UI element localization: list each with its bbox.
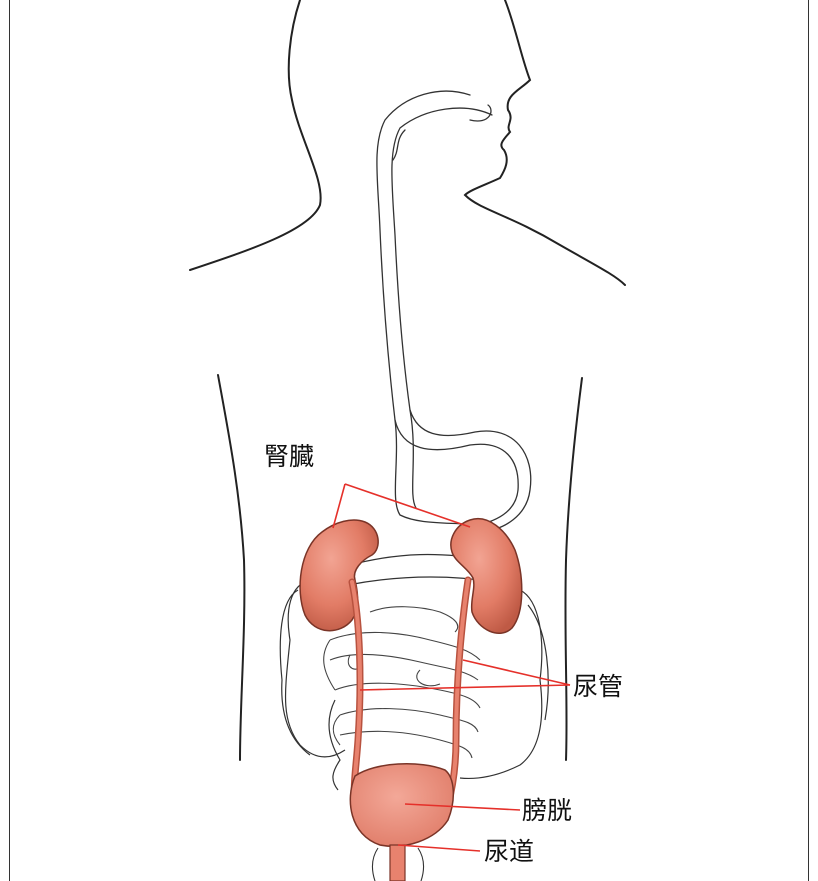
left-kidney [300, 520, 378, 631]
label-urethra: 尿道 [484, 839, 534, 864]
ureter-leader-upper [463, 660, 570, 685]
kidney-leader-right [345, 484, 470, 527]
face-profile [465, 0, 625, 285]
label-kidney: 腎臓 [264, 444, 314, 469]
body-outline [190, 0, 625, 760]
right-torso-outline [565, 378, 582, 760]
urethra [372, 845, 423, 881]
left-torso-outline [218, 375, 244, 760]
label-ureter: 尿管 [573, 674, 623, 699]
ureter-leader-lower [360, 685, 570, 690]
urethra-leader [398, 845, 480, 851]
esophagus-stomach [377, 91, 531, 532]
head-back-outline [190, 0, 321, 270]
label-bladder: 膀胱 [522, 798, 572, 823]
